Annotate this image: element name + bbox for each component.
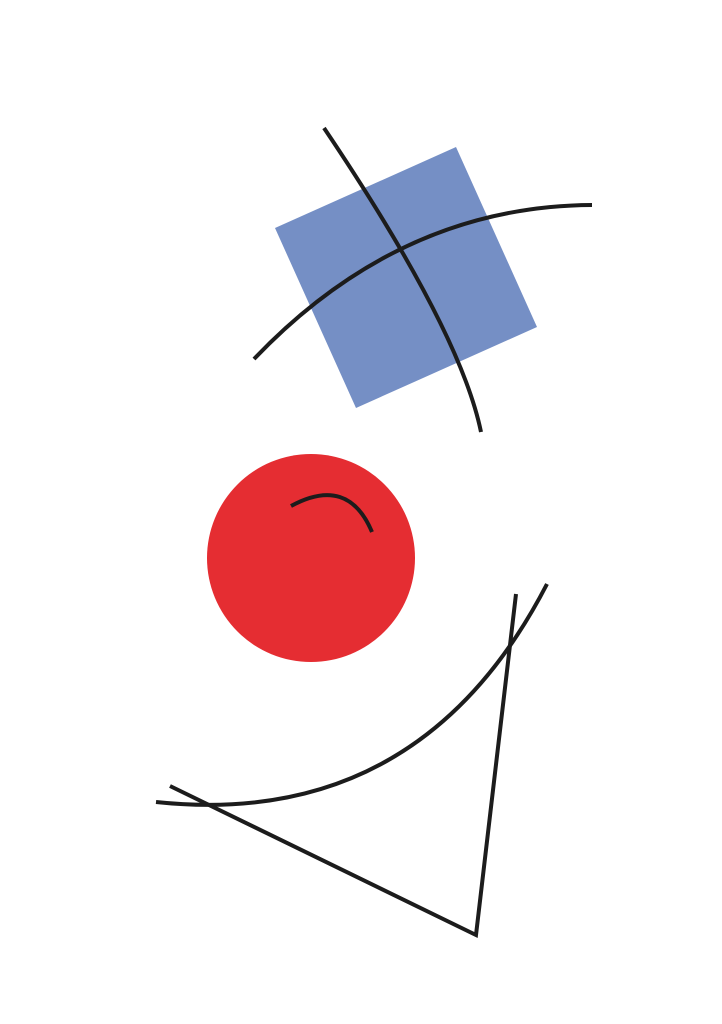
arc-crossing-square-descending <box>322 126 483 433</box>
arc-crossing-square-ascending <box>252 203 593 361</box>
red-circle <box>207 454 415 662</box>
large-sweeping-arc <box>155 583 549 807</box>
arc-inside-circle <box>290 493 374 533</box>
blue-square <box>275 147 537 408</box>
open-triangle-line <box>169 593 518 939</box>
